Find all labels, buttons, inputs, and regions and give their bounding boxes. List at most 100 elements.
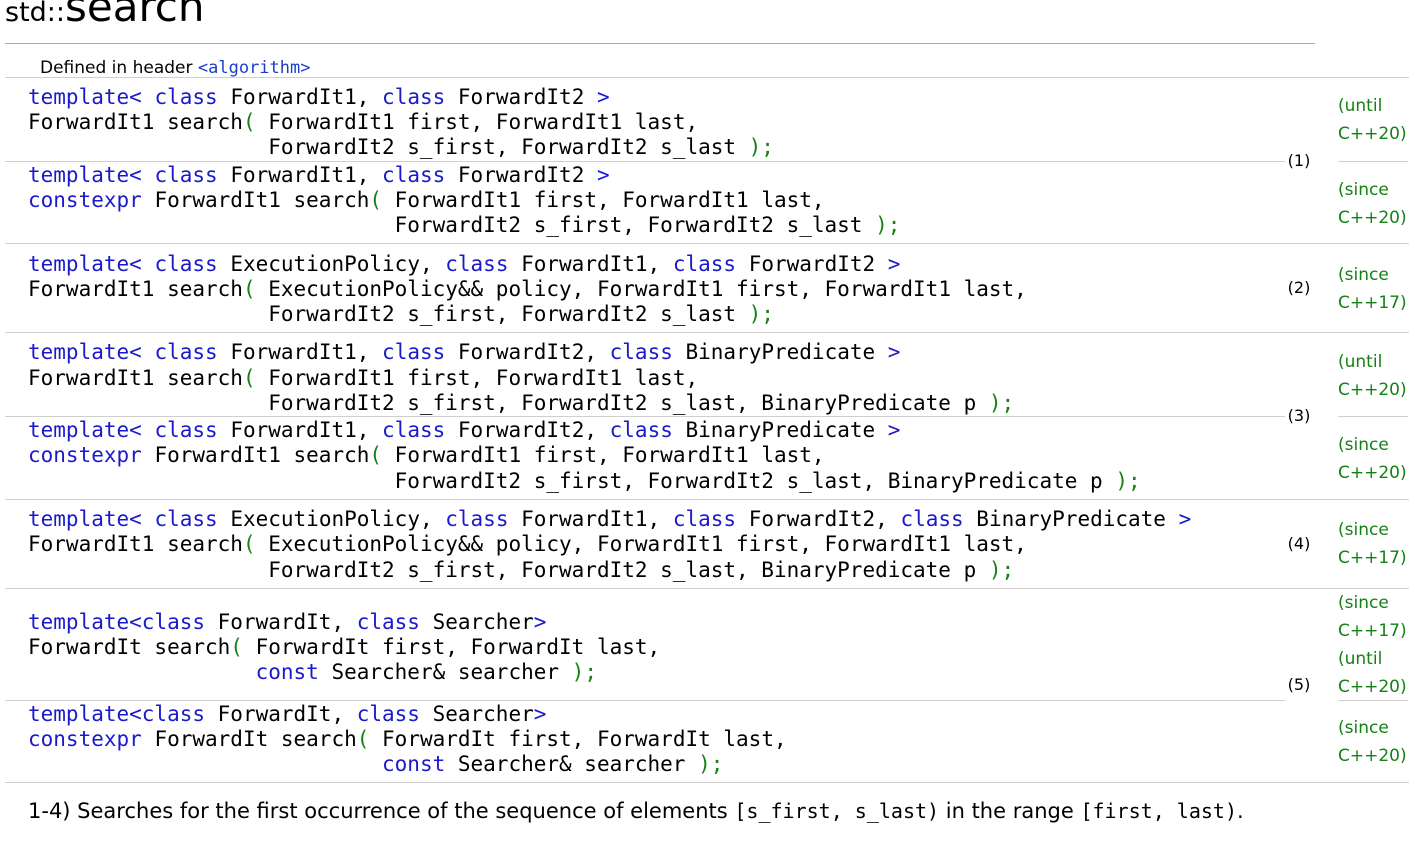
code-keyword: > [887, 340, 901, 364]
description-range-source: [s_first, s_last) [734, 799, 940, 823]
code-bracket: ); [988, 558, 1015, 582]
version-text: C++17) [1338, 293, 1407, 313]
code-text: BinaryPredicate [672, 340, 888, 364]
code-text: ExecutionPolicy, [217, 507, 446, 531]
code-text: ForwardIt1 first, ForwardIt1 last, [255, 366, 699, 390]
code-line: ForwardIt2 s_first, ForwardIt2 s_last ); [28, 213, 901, 238]
code-bracket: ); [748, 302, 774, 326]
code-bracket: ); [988, 391, 1015, 415]
code-keyword: class [154, 340, 218, 364]
divider [1338, 161, 1408, 162]
code-text: ForwardIt1 search [28, 532, 243, 556]
divider [5, 332, 1409, 333]
code-text: ExecutionPolicy&& policy, ForwardIt1 fir… [255, 532, 1027, 556]
version-text: (since [1338, 435, 1389, 455]
code-keyword: constexpr [28, 443, 142, 467]
code-text: ForwardIt search [141, 727, 357, 751]
code-text [28, 660, 256, 684]
code-bracket: ); [698, 752, 724, 776]
code-keyword: constexpr [28, 188, 142, 212]
code-keyword: class [356, 702, 420, 726]
code-bracket: ( [242, 532, 256, 556]
version-text: C++20) [1338, 380, 1407, 400]
code-text [142, 507, 155, 531]
overload-number: (5) [1287, 675, 1311, 694]
version-text: (since [1338, 180, 1389, 200]
code-keyword: > [887, 252, 901, 276]
code-text: ForwardIt1, [217, 340, 383, 364]
code-text: Searcher [419, 702, 534, 726]
code-text: ForwardIt1 first, ForwardIt1 last, [382, 443, 825, 467]
title-namespace: std:: [5, 0, 65, 28]
code-keyword: class [382, 418, 446, 442]
code-keyword: class [154, 252, 218, 276]
code-text [142, 85, 155, 109]
code-keyword: class [382, 85, 446, 109]
divider [1338, 700, 1408, 701]
version-text: C++20) [1338, 463, 1407, 483]
code-text: ForwardIt2 s_first, ForwardIt2 s_last, B… [28, 558, 989, 582]
code-text [28, 752, 382, 776]
code-keyword: template< [28, 85, 142, 109]
code-line: template< class ForwardIt1, class Forwar… [28, 418, 900, 443]
code-line: template<class ForwardIt, class Searcher… [28, 702, 546, 727]
title-name: search [65, 0, 205, 31]
code-keyword: > [596, 85, 610, 109]
description-prefix: 1-4) Searches for the first occurrence o… [28, 799, 735, 823]
code-keyword: template< [28, 418, 142, 442]
code-keyword: class [382, 340, 446, 364]
description-middle: in the range [939, 799, 1081, 823]
code-line: ForwardIt1 search( ExecutionPolicy&& pol… [28, 277, 1027, 302]
code-keyword: const [255, 660, 319, 684]
version-text: (until [1338, 96, 1383, 116]
code-text: Searcher [419, 610, 534, 634]
divider [5, 161, 1285, 162]
code-text: ForwardIt2 s_first, ForwardIt2 s_last, B… [28, 469, 1116, 493]
description-suffix: . [1237, 799, 1244, 823]
description: 1-4) Searches for the first occurrence o… [28, 798, 1258, 825]
code-keyword: > [596, 163, 610, 187]
code-text: ForwardIt2 s_first, ForwardIt2 s_last, B… [28, 391, 989, 415]
code-keyword: class [900, 507, 964, 531]
code-text: ForwardIt1, [508, 252, 673, 276]
code-line: ForwardIt2 s_first, ForwardIt2 s_last ); [28, 135, 774, 160]
code-line: ForwardIt2 s_first, ForwardIt2 s_last, B… [28, 558, 1014, 583]
code-keyword: template< [28, 163, 142, 187]
code-keyword: constexpr [28, 727, 142, 751]
code-text: ForwardIt2, [445, 340, 610, 364]
code-bracket: ( [242, 110, 256, 134]
code-line: ForwardIt1 search( ExecutionPolicy&& pol… [28, 532, 1027, 557]
version-text: (since [1338, 718, 1389, 738]
version-text: (since [1338, 265, 1389, 285]
code-line: ForwardIt2 s_first, ForwardIt2 s_last, B… [28, 469, 1141, 494]
code-text: ForwardIt2 s_first, ForwardIt2 s_last [28, 213, 876, 237]
code-line: template< class ExecutionPolicy, class F… [28, 252, 900, 277]
code-text: ForwardIt1 search [28, 110, 243, 134]
code-text: ForwardIt, [205, 702, 357, 726]
code-text: ForwardIt1 search [28, 366, 243, 390]
code-text [142, 252, 155, 276]
code-keyword: class [154, 418, 218, 442]
code-bracket: ); [875, 213, 901, 237]
code-keyword: class [672, 252, 737, 276]
code-line: template< class ForwardIt1, class Forwar… [28, 340, 900, 365]
code-keyword: class [445, 507, 509, 531]
code-bracket: ( [369, 443, 383, 467]
code-text: ForwardIt1, [217, 85, 383, 109]
divider [5, 499, 1409, 500]
code-keyword: template< [28, 340, 142, 364]
header-include-link[interactable]: <algorithm> [197, 58, 311, 78]
code-line: ForwardIt2 s_first, ForwardIt2 s_last ); [28, 302, 774, 327]
code-bracket: ( [356, 727, 370, 751]
version-text: C++17) [1338, 548, 1407, 568]
code-bracket: ); [1115, 469, 1141, 493]
divider [5, 243, 1409, 244]
overload-number: (3) [1287, 406, 1311, 425]
code-text: ForwardIt1 first, ForwardIt1 last, [382, 188, 825, 212]
divider [1338, 416, 1408, 417]
code-text: ForwardIt2 s_first, ForwardIt2 s_last [28, 135, 749, 159]
code-keyword: template< [28, 252, 142, 276]
